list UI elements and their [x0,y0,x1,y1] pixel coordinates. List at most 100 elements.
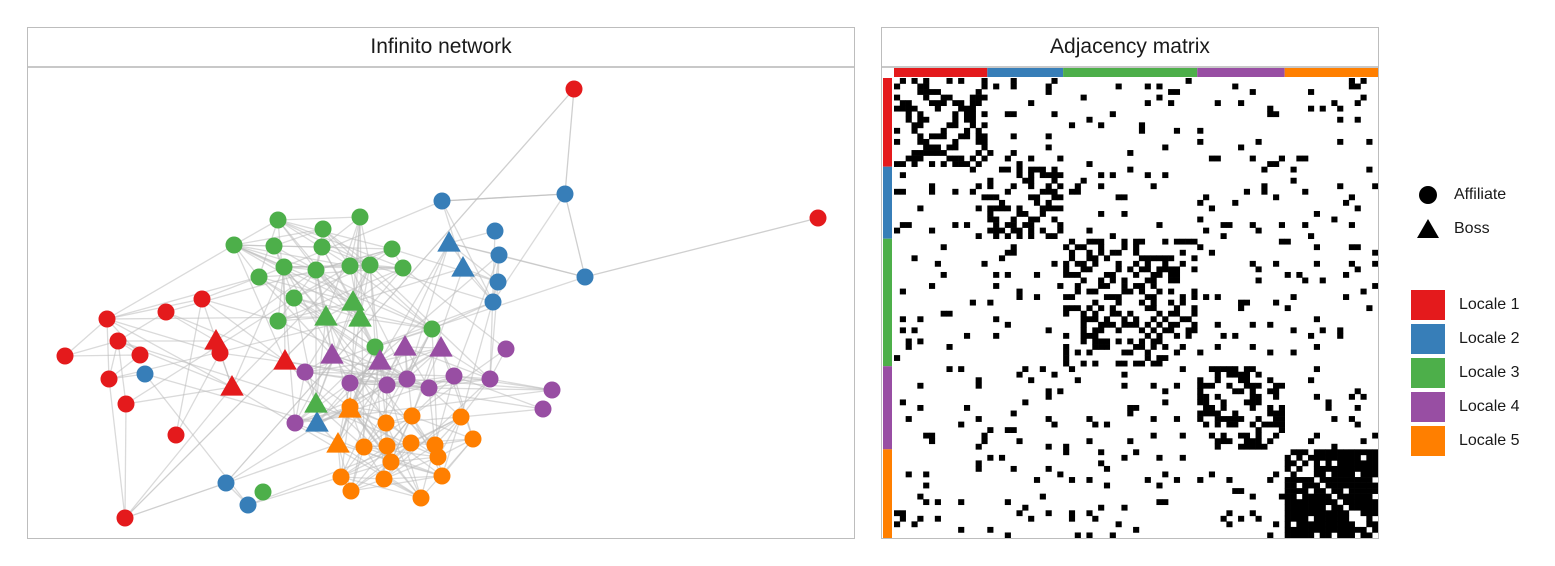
matrix-cell [1331,216,1338,223]
matrix-cell [911,161,918,167]
boss-node [368,349,392,370]
matrix-cell [1290,460,1297,467]
matrix-cell [1150,338,1157,345]
matrix-cell [1168,327,1175,334]
matrix-cell [958,78,965,84]
matrix-cell [1319,477,1326,483]
matrix-cell [899,510,906,517]
matrix-cell [1127,266,1134,273]
matrix-cell [1319,105,1326,112]
matrix-cell [1360,438,1367,445]
matrix-cell [998,199,1006,206]
matrix-cell [923,89,930,95]
matrix-cell [1243,371,1251,378]
affiliate-node [275,258,293,276]
matrix-cell [1337,515,1344,522]
network-edge [277,266,285,322]
affiliate-node [332,468,350,486]
matrix-cell [1197,399,1204,406]
matrix-cell [1016,288,1023,295]
affiliate-node [394,259,412,277]
matrix-cell [1197,377,1204,384]
matrix-cell [1343,465,1350,472]
network-edge [175,352,221,436]
matrix-cell [1010,427,1017,433]
matrix-cell [1074,349,1081,356]
matrix-cell [1337,521,1344,528]
network-edge [428,378,491,389]
matrix-cell [1115,327,1122,334]
matrix-cell [1156,255,1163,262]
network-edge [349,406,413,417]
matrix-cell [1057,222,1064,228]
matrix-cell [1109,277,1116,284]
matrix-cell [981,155,988,162]
matrix-cell [1261,188,1268,195]
matrix-cell [952,100,959,107]
matrix-cell [1284,465,1291,472]
matrix-cell [905,416,912,422]
affiliate-node [484,293,502,311]
matrix-cell [1051,421,1058,428]
matrix-cell [1319,449,1326,456]
network-edge [564,88,575,195]
affiliate-node [136,365,154,383]
matrix-cell [969,299,976,306]
matrix-cell [993,271,1000,278]
matrix-cell [1185,332,1192,339]
matrix-cell [934,260,941,267]
network-edge [106,318,233,388]
matrix-cell [998,454,1006,461]
matrix-cell [940,244,947,251]
matrix-cell [1331,499,1338,506]
matrix-cell [975,416,982,422]
matrix-cell [1045,172,1052,179]
matrix-cell [899,105,906,112]
matrix-cell [975,183,982,190]
legend-locale-4: Locale 4 [1411,392,1520,422]
matrix-cell [1022,211,1029,217]
matrix-cell [1261,166,1268,173]
matrix-cell [1138,299,1146,306]
affiliate-node [420,379,438,397]
affiliate-node [355,438,373,456]
matrix-title: Adjacency matrix [882,28,1378,68]
matrix-cell [1191,255,1198,262]
matrix-cell [1179,366,1186,373]
matrix-cell [1074,260,1081,267]
network-edge [411,267,464,417]
matrix-cell [1343,526,1350,533]
matrix-cell [1162,327,1169,334]
matrix-cell [1156,288,1163,295]
matrix-cell [1098,183,1105,190]
affiliate-node [100,370,118,388]
matrix-cell [1068,271,1076,278]
network-edge [125,386,233,405]
affiliate-node [489,273,507,291]
matrix-cell [1302,515,1309,522]
affiliate-node [314,220,332,238]
matrix-cell [1051,188,1058,195]
affiliate-node [296,363,314,381]
matrix-cell [1290,482,1297,489]
matrix-cell [1337,465,1344,472]
matrix-cell [1168,271,1175,278]
matrix-cell [1080,360,1087,367]
affiliate-node [285,289,303,307]
network-edge [293,264,371,299]
matrix-cell [923,482,930,489]
matrix-cell [1372,283,1378,289]
matrix-cell [1173,321,1181,328]
matrix-cell [1238,144,1245,151]
boss-node [451,256,475,277]
matrix-cell [1121,504,1128,511]
matrix-cell [1103,338,1111,345]
matrix-cell [1150,432,1157,439]
matrix-cell [1098,344,1105,350]
matrix-cell [1121,238,1128,245]
matrix-cell [1319,465,1326,472]
matrix-group-bar-left [883,449,892,538]
matrix-cell [1313,316,1320,323]
matrix-cell [969,100,976,107]
matrix-cell [1296,510,1303,517]
